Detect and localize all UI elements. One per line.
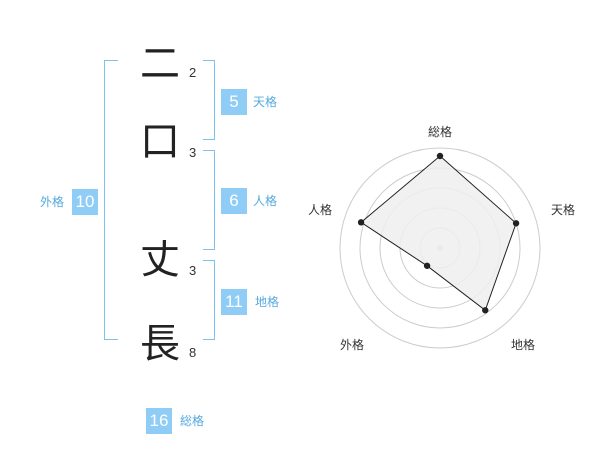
radar-point-4	[423, 262, 431, 269]
radar-label-chikaku: 地格	[511, 338, 536, 352]
radar-label-tenkaku: 天格	[551, 203, 576, 217]
chikaku-label: 地格	[255, 295, 280, 309]
name-char-4: 長	[140, 321, 180, 367]
gaikaku-label: 外格	[40, 195, 65, 209]
radar-label-gaikaku: 外格	[340, 338, 365, 352]
chikaku-value-badge: 11	[221, 289, 247, 315]
soukaku-label: 総格	[180, 414, 205, 428]
radar-label-soukaku: 総格	[428, 125, 453, 139]
radar-point-3	[482, 307, 489, 314]
tenkaku-value-badge: 5	[221, 89, 247, 115]
jinkaku-value-badge: 6	[221, 188, 247, 214]
chikaku-bracket	[203, 260, 215, 340]
stroke-count-4: 8	[189, 345, 197, 360]
radar-ring	[339, 147, 541, 349]
stroke-count-1: 2	[189, 65, 197, 80]
stroke-count-3: 3	[189, 263, 197, 278]
soukaku-value-badge: 16	[146, 408, 172, 434]
radar-point-1	[436, 152, 444, 160]
gaikaku-value-badge: 10	[72, 189, 98, 215]
name-char-3: 丈	[140, 237, 180, 283]
radar-label-jinkaku: 人格	[308, 203, 333, 217]
radar-polygon	[360, 155, 517, 312]
name-char-2: 口	[140, 119, 180, 165]
tenkaku-label: 天格	[253, 95, 278, 109]
jinkaku-label: 人格	[253, 194, 278, 208]
radar-point-5	[357, 219, 365, 226]
name-char-1: 二	[140, 41, 180, 87]
radar-point-2	[512, 220, 520, 227]
stroke-count-2: 3	[189, 145, 197, 160]
gaikaku-bracket	[104, 60, 118, 340]
jinkaku-bracket	[203, 150, 215, 250]
tenkaku-bracket	[203, 60, 215, 140]
